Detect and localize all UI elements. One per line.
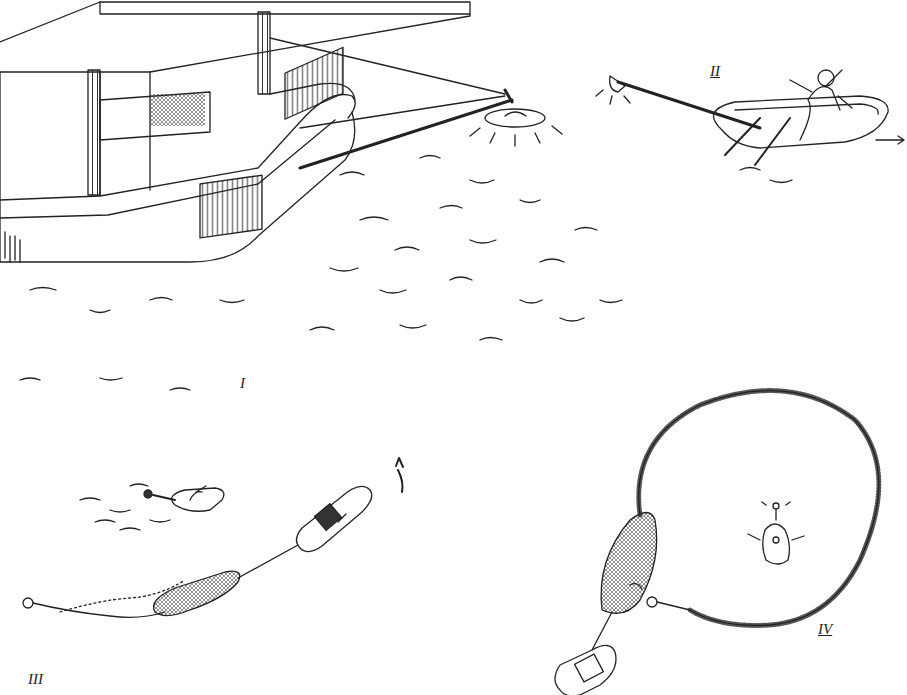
seine-setting-part bbox=[296, 486, 371, 551]
houseboat-part bbox=[270, 38, 505, 94]
purse-seine-closed-part bbox=[773, 537, 779, 543]
purse-seine-closed bbox=[555, 391, 879, 695]
purse-seine-closed-part bbox=[748, 502, 804, 540]
seine-setting-part bbox=[190, 486, 206, 500]
purse-seine-closed-part bbox=[555, 645, 616, 695]
water-ripples-part bbox=[340, 156, 597, 231]
houseboat-part bbox=[470, 126, 562, 146]
figure-number: II bbox=[710, 64, 720, 79]
seine-setting-part bbox=[238, 545, 298, 578]
houseboat-part bbox=[0, 72, 1, 262]
figure-number: IV bbox=[818, 622, 832, 637]
houseboat-part bbox=[285, 47, 343, 119]
purse-seine-closed-part bbox=[647, 597, 657, 607]
purse-seine-closed-part bbox=[630, 584, 642, 589]
seine-setting-part bbox=[338, 514, 346, 522]
houseboat-part bbox=[505, 112, 526, 116]
rowboat-with-lamp-part bbox=[735, 104, 878, 114]
purse-seine-closed-part bbox=[575, 654, 604, 682]
seine-setting-part bbox=[315, 504, 342, 531]
water-ripples-part bbox=[30, 288, 584, 341]
seine-setting-part bbox=[23, 598, 33, 608]
water-ripples-part bbox=[330, 240, 564, 303]
houseboat-part bbox=[258, 12, 270, 94]
figure-number: I bbox=[240, 376, 245, 391]
seine-setting-part bbox=[154, 571, 240, 615]
purse-seine-closed-part bbox=[775, 510, 776, 520]
water-ripples bbox=[20, 156, 622, 391]
purse-seine-closed-part bbox=[639, 391, 879, 626]
houseboat-part bbox=[485, 109, 545, 127]
houseboat-part bbox=[150, 94, 205, 126]
houseboat-part bbox=[100, 92, 210, 140]
rowboat-with-lamp-part bbox=[610, 76, 625, 92]
rowboat-with-lamp-part bbox=[876, 136, 904, 144]
purse-seine-closed-part bbox=[639, 391, 879, 626]
houseboat-part bbox=[88, 70, 100, 195]
houseboat bbox=[0, 2, 562, 262]
purse-seine-closed-part bbox=[601, 513, 657, 614]
purse-seine-closed-part bbox=[592, 612, 612, 650]
water-ripples-part bbox=[20, 300, 622, 390]
seine-setting-part bbox=[144, 490, 152, 498]
seine-setting bbox=[23, 458, 403, 617]
rowboat-with-lamp-part bbox=[818, 70, 834, 86]
houseboat-part bbox=[200, 175, 262, 238]
houseboat-part bbox=[0, 2, 470, 72]
purse-seine-closed-part bbox=[763, 524, 790, 564]
purse-seine-closed-part bbox=[657, 602, 690, 610]
houseboat-part bbox=[300, 100, 512, 168]
rowboat-with-lamp-part bbox=[725, 118, 790, 165]
seine-setting-part bbox=[33, 603, 165, 617]
houseboat-part bbox=[100, 2, 470, 14]
rowboat-with-lamp-part bbox=[618, 82, 760, 128]
houseboat-part bbox=[0, 112, 355, 262]
houseboat-part bbox=[0, 120, 335, 218]
rowboat-with-lamp-part bbox=[790, 70, 852, 140]
seine-setting-part bbox=[153, 495, 175, 500]
houseboat-part bbox=[5, 232, 20, 262]
purse-seine-closed-part bbox=[773, 503, 779, 509]
rowboat-with-lamp-part bbox=[740, 168, 792, 183]
rowboat-with-lamp bbox=[596, 70, 904, 183]
houseboat-part bbox=[100, 72, 150, 195]
figure-number: III bbox=[28, 672, 43, 687]
rowboat-with-lamp-part bbox=[596, 90, 630, 104]
seine-setting-part bbox=[396, 458, 403, 492]
houseboat-part bbox=[300, 96, 505, 128]
houseboat-part bbox=[505, 90, 512, 102]
seine-setting-part bbox=[80, 484, 170, 530]
